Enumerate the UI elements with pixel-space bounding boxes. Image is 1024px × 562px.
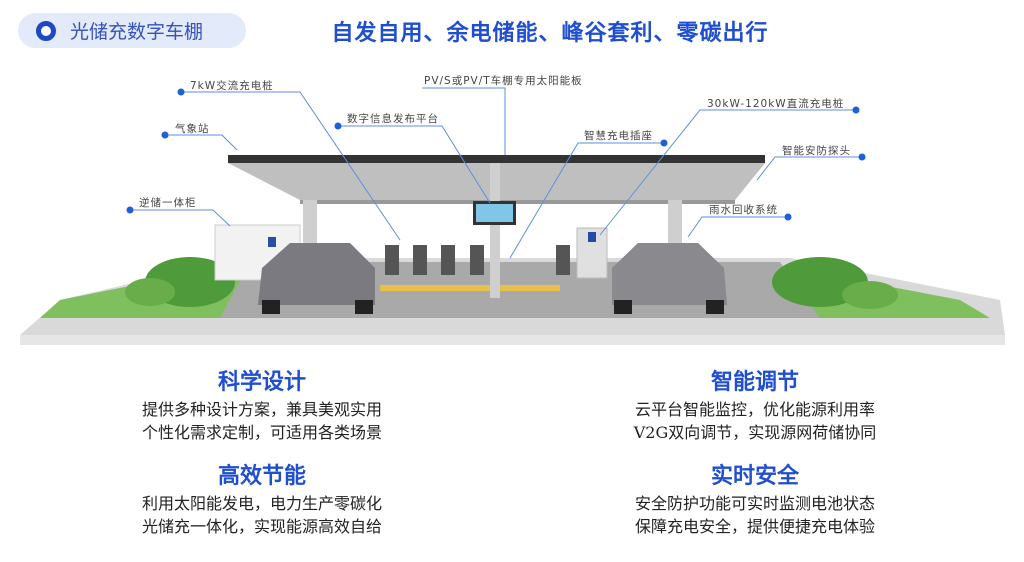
section-design: 科学设计 提供多种设计方案，兼具美观实用 个性化需求定制，可适用各类场景 xyxy=(97,364,427,444)
label-dc-charger: 30kW-120kW直流充电桩 xyxy=(707,98,845,110)
title-pill: 光储充数字车棚 xyxy=(18,13,246,48)
page-title: 光储充数字车棚 xyxy=(70,21,204,43)
section-title: 实时安全 xyxy=(710,464,799,489)
headline: 自发自用、余电储能、峰谷套利、零碳出行 xyxy=(331,21,769,46)
label-security-camera: 智能安防探头 xyxy=(782,145,851,157)
car-right xyxy=(612,243,727,314)
section-line: 安全防护功能可实时监测电池状态 xyxy=(634,494,875,513)
carport-illustration xyxy=(20,87,1005,345)
label-weather-station: 气象站 xyxy=(175,123,210,135)
pillar xyxy=(490,163,500,298)
section-title: 智能调节 xyxy=(710,370,799,395)
section-line: 利用太阳能发电，电力生产零碳化 xyxy=(141,494,382,513)
solar-panel-roof xyxy=(228,155,765,163)
section-smart: 智能调节 云平台智能监控，优化能源利用率 V2G双向调节，实现源网荷储协同 xyxy=(590,364,920,444)
section-line: 云平台智能监控，优化能源利用率 xyxy=(634,400,875,419)
section-title: 科学设计 xyxy=(217,370,306,395)
label-solar-panel: PV/S或PV/T车棚专用太阳能板 xyxy=(424,75,583,87)
label-rainwater: 雨水回收系统 xyxy=(709,204,778,216)
label-inverter-cabinet: 逆储一体柜 xyxy=(139,197,197,209)
section-safety: 实时安全 安全防护功能可实时监测电池状态 保障充电安全，提供便捷充电体验 xyxy=(590,458,920,538)
section-line: 保障充电安全，提供便捷充电体验 xyxy=(634,517,875,536)
section-line: 个性化需求定制，可适用各类场景 xyxy=(141,423,382,442)
section-efficiency: 高效节能 利用太阳能发电，电力生产零碳化 光储充一体化，实现能源高效自给 xyxy=(97,458,427,538)
car-left xyxy=(258,243,375,314)
label-info-platform: 数字信息发布平台 xyxy=(347,113,439,125)
section-title: 高效节能 xyxy=(217,464,306,489)
section-line: V2G双向调节，实现源网荷储协同 xyxy=(633,423,877,442)
circle-icon xyxy=(36,20,56,41)
label-ac-charger: 7kW交流充电桩 xyxy=(190,80,274,92)
section-line: 光储充一体化，实现能源高效自给 xyxy=(141,517,382,536)
section-line: 提供多种设计方案，兼具美观实用 xyxy=(141,400,382,419)
label-smart-socket: 智慧充电插座 xyxy=(584,130,653,142)
